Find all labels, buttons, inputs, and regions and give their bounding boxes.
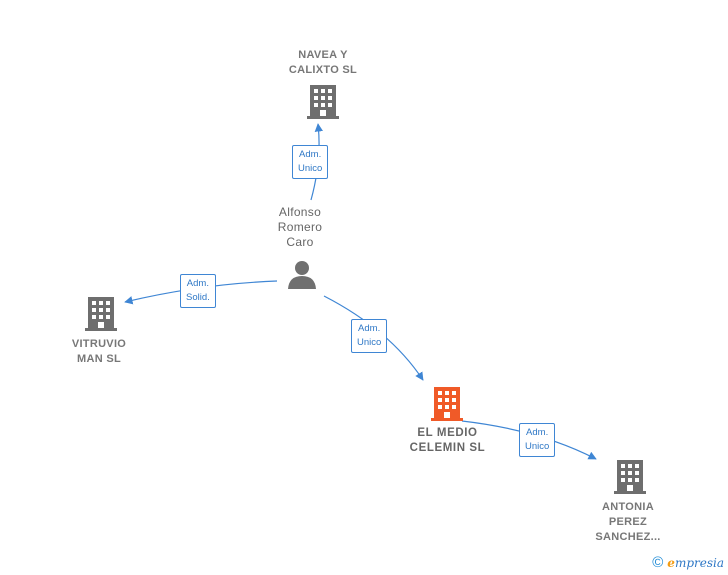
edge-label-alfonso-medio[interactable]: Adm. Unico <box>351 319 388 353</box>
copyright-icon: © <box>652 554 664 571</box>
node-label-navea[interactable]: NAVEA Y CALIXTO SL <box>288 49 358 76</box>
building-icon[interactable] <box>614 460 646 494</box>
edge-label-alfonso-vitruvio[interactable]: Adm. Solid. <box>180 274 216 308</box>
edge-label-alfonso-navea[interactable]: Adm. Unico <box>292 145 329 179</box>
footer-brand: © empresia <box>652 554 724 571</box>
node-label-antonia[interactable]: ANTONIA PEREZ SANCHEZ... <box>595 501 661 543</box>
person-icon[interactable] <box>287 259 317 289</box>
node-label-vitruvio[interactable]: VITRUVIO MAN SL <box>71 338 127 365</box>
empresia-logo[interactable]: empresia <box>667 555 724 570</box>
node-label-medio[interactable]: EL MEDIO CELEMIN SL <box>409 427 486 454</box>
building-icon[interactable] <box>307 85 339 119</box>
edge-label-medio-antonia[interactable]: Adm. Unico <box>519 423 556 457</box>
building-icon[interactable] <box>431 387 463 421</box>
building-icon[interactable] <box>85 297 117 331</box>
node-label-alfonso[interactable]: Alfonso Romero Caro <box>277 205 323 249</box>
